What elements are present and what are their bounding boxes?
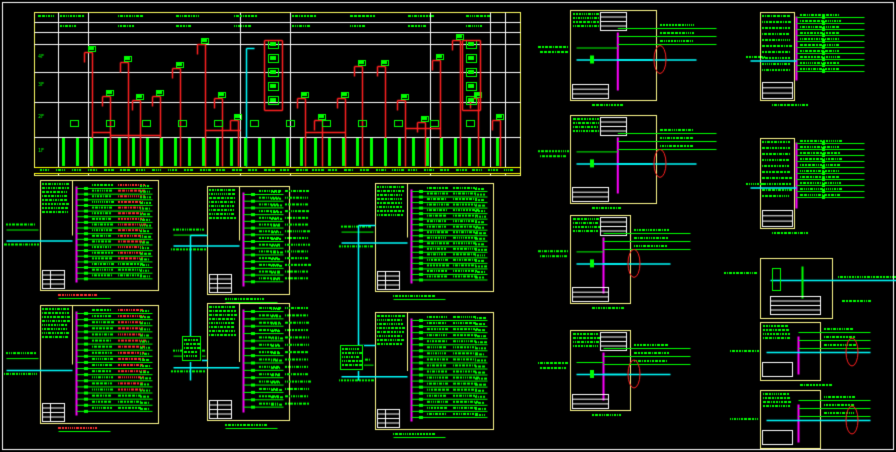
- cad-drawing-sheet: [0, 0, 896, 452]
- electrical-system-diagram-canvas: [0, 0, 896, 452]
